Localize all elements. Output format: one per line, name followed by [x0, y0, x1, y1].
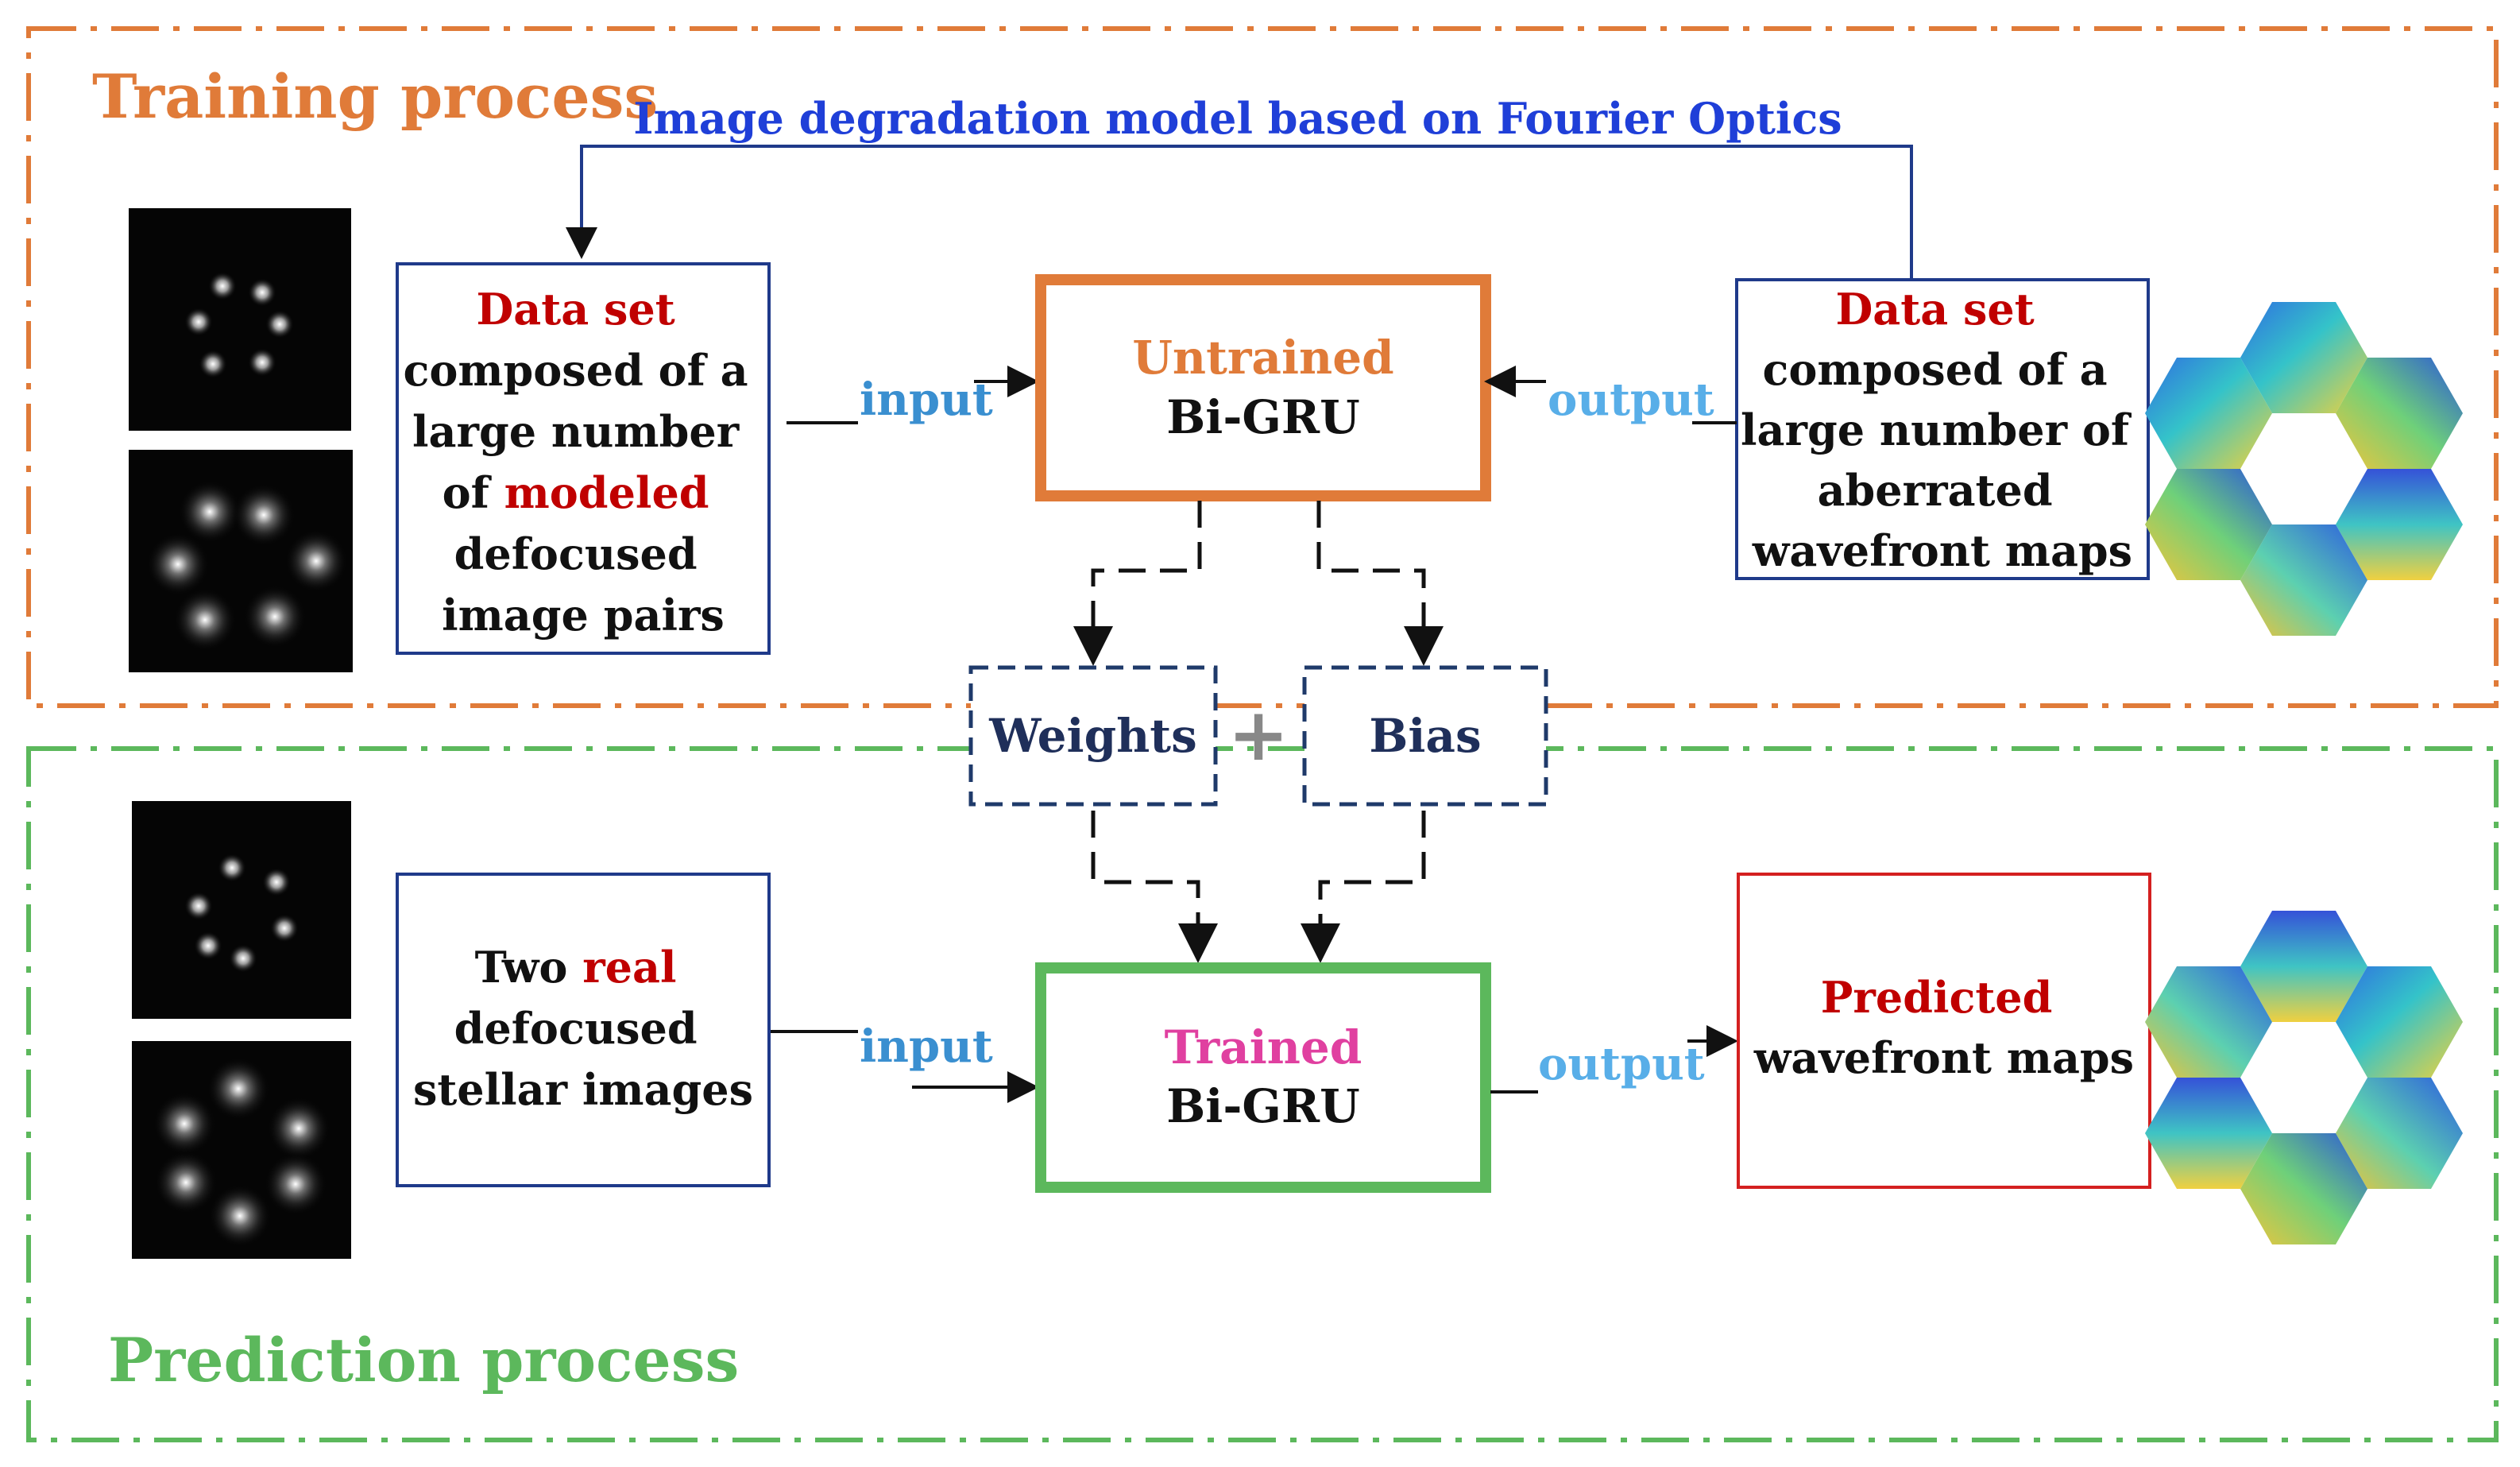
bias-label: Bias: [1369, 709, 1481, 763]
plus-icon: +: [1227, 691, 1289, 777]
training-output-box: [1735, 278, 2150, 580]
training-input-line-3: large number: [412, 406, 740, 457]
training-star-image-1: [129, 208, 351, 431]
training-output-line-5: wavefront maps: [1752, 525, 2132, 576]
training-wavefront-hexes: [2145, 302, 2463, 636]
hex-segment: [2240, 1133, 2367, 1244]
training-input-label: input: [860, 374, 993, 426]
bias-dashed-arrow-bottom: [1301, 811, 1426, 963]
training-input-line-5: defocused: [454, 528, 698, 579]
bias-box: [1302, 665, 1548, 807]
hex-segment: [2240, 302, 2367, 413]
prediction-input-arrow: [912, 1071, 1039, 1103]
prediction-input-line-1-seg-1: Two: [475, 942, 583, 993]
training-input-line-1-seg-1: Data set: [476, 284, 674, 335]
prediction-wavefront-hexes: [2145, 911, 2463, 1244]
training-output-line-2: composed of a: [1763, 344, 2108, 395]
prediction-star-image-1: [132, 801, 351, 1019]
training-output-line-4: aberrated: [1818, 465, 2053, 516]
prediction-output-box: [1737, 873, 2151, 1189]
star-ring-group: [146, 480, 348, 652]
weights-dashed-arrow-bottom: [1091, 811, 1218, 963]
prediction-star-image-2: [132, 1041, 351, 1259]
weights-label: Weights: [988, 709, 1197, 763]
trained-model-box: [1035, 962, 1491, 1193]
star-ring-group: [153, 1057, 330, 1248]
prediction-output-label: output: [1538, 1038, 1705, 1090]
loop-label: Image degradation model based on Fourier…: [633, 93, 1842, 144]
hex-segment: [2336, 1078, 2463, 1189]
training-input-line-6: image pairs: [442, 590, 725, 641]
training-star-image-2: [129, 450, 353, 672]
hex-segment: [2145, 966, 2272, 1078]
prediction-output-text: Predicted wavefront maps: [1753, 972, 2134, 1083]
prediction-input-box: [396, 873, 771, 1187]
training-title: Training process: [92, 61, 658, 132]
training-input-text: Data set composed of a large number of m…: [404, 284, 763, 641]
training-output-line-3: large number of: [1741, 404, 2132, 455]
weights-dashed-arrow-top: [1073, 501, 1202, 666]
star-spot-group: [184, 853, 299, 973]
prediction-input-label: input: [860, 1020, 993, 1073]
hex-segment: [2145, 358, 2272, 469]
training-output-line-1: Data set: [1835, 284, 2034, 335]
trained-model-label: Trained: [1165, 1020, 1362, 1074]
hex-segment: [2336, 966, 2463, 1078]
training-output-text: Data set composed of a large number of a…: [1741, 284, 2144, 576]
prediction-input-line-3: stellar images: [413, 1064, 753, 1115]
weights-box: [968, 665, 1218, 807]
prediction-input-line-2: defocused: [454, 1003, 698, 1054]
hex-segment: [2145, 469, 2272, 580]
prediction-output-line-2: wavefront maps: [1753, 1032, 2134, 1083]
prediction-input-line-1-seg-2: real: [582, 942, 676, 993]
prediction-frame: [26, 746, 2499, 1442]
feedback-line: [566, 145, 1913, 280]
hex-segment: [2240, 911, 2367, 1022]
training-input-line-4-seg-1: of: [443, 467, 504, 518]
untrained-model-box: [1035, 274, 1491, 501]
untrained-model-label: Untrained: [1132, 331, 1393, 385]
trained-model-name: Bi-GRU: [1166, 1079, 1359, 1133]
training-frame: [26, 26, 2499, 708]
hex-segment: [2240, 524, 2367, 636]
prediction-title: Prediction process: [108, 1325, 739, 1395]
training-input-line-4-seg-2: modeled: [504, 467, 709, 518]
bias-dashed-arrow-top: [1316, 501, 1444, 666]
training-output-label: output: [1548, 374, 1714, 426]
hex-segment: [2145, 1078, 2272, 1189]
prediction-input-text: Two real defocused stellar images: [413, 942, 753, 1115]
untrained-model-name: Bi-GRU: [1166, 390, 1359, 444]
training-input-line-2: composed of a: [404, 345, 748, 396]
training-input-box: [396, 262, 771, 655]
prediction-output-line-1: Predicted: [1821, 972, 2053, 1023]
hex-segment: [2336, 358, 2463, 469]
star-spot-group: [184, 272, 294, 378]
hex-segment: [2336, 469, 2463, 580]
